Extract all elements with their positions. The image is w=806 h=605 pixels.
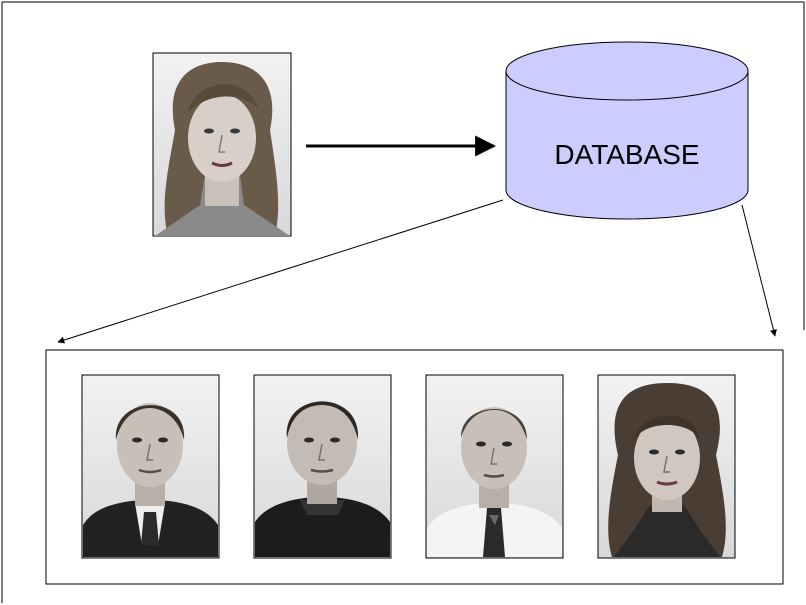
result-photo-1 (81, 374, 220, 559)
database-top (505, 41, 749, 101)
database-to-results-left-arrow (57, 199, 504, 344)
query-portrait-woman-icon (155, 62, 290, 236)
database-cylinder: DATABASE (505, 41, 749, 220)
result-3-portrait-man-icon (427, 407, 562, 557)
database-label: DATABASE (554, 139, 699, 170)
result-4-portrait-woman-icon (608, 383, 726, 557)
result-1-portrait-man-icon (83, 403, 218, 557)
result-2-portrait-man-icon (255, 401, 390, 557)
database-body (505, 70, 749, 220)
result-photo-2 (253, 374, 392, 559)
database-to-results-right-arrow (741, 204, 777, 337)
query-photo (152, 52, 292, 237)
result-photo-4 (597, 374, 736, 559)
result-photo-3 (425, 374, 564, 559)
